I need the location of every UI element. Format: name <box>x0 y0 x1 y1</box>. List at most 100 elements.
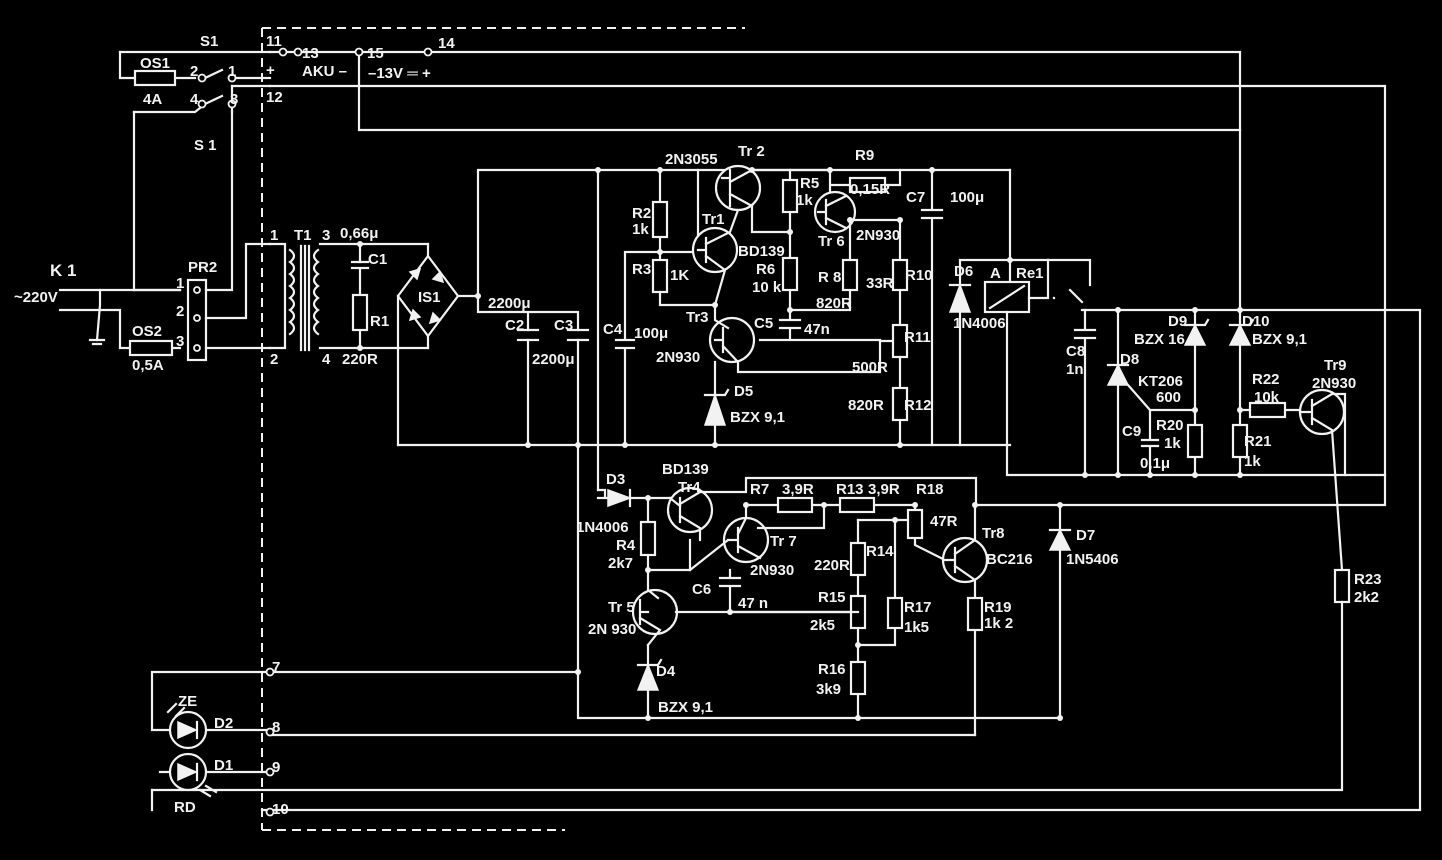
zener-d10 <box>1228 323 1252 346</box>
label-t11: 11 <box>266 33 282 50</box>
label-d8: D8 <box>1120 351 1139 368</box>
label-tr4: Tr4 <box>678 479 701 496</box>
fuse-os1 <box>133 69 177 87</box>
label-c7-val: 100μ <box>950 189 984 206</box>
label-r23-val: 2k2 <box>1354 589 1379 606</box>
label-r8-val: 820R <box>816 295 852 312</box>
label-r11-val: 500R <box>852 359 888 376</box>
label-c8: C8 <box>1066 343 1085 360</box>
resistor-r1 <box>351 293 369 332</box>
label-r12: R12 <box>904 397 932 414</box>
label-switch-c2: 2 <box>190 63 198 80</box>
label-r8: R 8 <box>818 269 841 286</box>
resistor-r18 <box>906 508 924 540</box>
resistor-r4 <box>639 520 657 557</box>
resistor-r19 <box>966 596 984 632</box>
label-r10-val: 33R <box>866 275 894 292</box>
label-tr4-type: BD139 <box>662 461 709 478</box>
label-r5-val: 1k <box>796 192 813 209</box>
label-r18: R18 <box>916 481 944 498</box>
lower-regulator <box>575 443 1072 737</box>
label-d5: D5 <box>734 383 753 400</box>
label-c7: C7 <box>906 189 925 206</box>
label-r2-val: 1k <box>632 221 649 238</box>
label-r21-val: 1k <box>1244 453 1261 470</box>
zener-d4 <box>636 662 660 691</box>
label-d8-type: KT206 <box>1138 373 1183 390</box>
wire-terminal-12 <box>268 84 1387 507</box>
label-c5-val: 47n <box>804 321 830 338</box>
label-os1-val: 4A <box>143 91 162 108</box>
label-r9-val: 0,15R <box>850 181 890 198</box>
label-pr2-p3: 3 <box>176 333 184 350</box>
label-tr6: Tr 6 <box>818 233 845 250</box>
label-t10: 10 <box>272 801 289 818</box>
mains-input <box>58 110 272 362</box>
label-r7: R7 <box>750 481 769 498</box>
housing-boundary <box>261 27 745 831</box>
label-13v: –13V ═ + <box>368 65 431 82</box>
label-plus: + <box>266 62 275 79</box>
label-relay-a: A <box>990 265 1001 282</box>
relay-section <box>150 168 1422 812</box>
label-r16-val: 3k9 <box>816 681 841 698</box>
label-pr2-p1: 1 <box>176 275 184 292</box>
label-c2-val: 2200μ <box>488 295 531 312</box>
label-c2: C2 <box>505 317 524 334</box>
label-r13: R13 <box>836 481 864 498</box>
label-d9-type: BZX 16 <box>1134 331 1185 348</box>
label-tr6-type: 2N930 <box>856 227 900 244</box>
label-r17-val: 1k5 <box>904 619 929 636</box>
label-r10: R10 <box>905 267 933 284</box>
label-r1-val: 220R <box>342 351 378 368</box>
label-os2: OS2 <box>132 323 162 340</box>
led-indicators <box>150 667 977 817</box>
label-r19: R19 <box>984 599 1012 616</box>
label-r4: R4 <box>616 537 636 554</box>
label-tr2-type: 2N3055 <box>665 151 718 168</box>
resistor-r6 <box>781 256 799 292</box>
resistor-r3 <box>651 258 669 294</box>
label-d8-val: 600 <box>1156 389 1181 406</box>
label-r7-val: 3,9R <box>782 481 814 498</box>
switch-s1 <box>118 50 285 292</box>
label-d9: D9 <box>1168 313 1187 330</box>
label-tr3: Tr3 <box>686 309 709 326</box>
resistor-r21 <box>1231 423 1249 459</box>
label-r5: R5 <box>800 175 819 192</box>
label-r23: R23 <box>1354 571 1382 588</box>
resistor-r10 <box>891 258 909 292</box>
label-c6-val: 47 n <box>738 595 768 612</box>
label-aku: AKU – <box>302 63 347 80</box>
resistor-r8 <box>841 258 859 292</box>
label-c6: C6 <box>692 581 711 598</box>
label-d6: D6 <box>954 263 973 280</box>
label-d3: D3 <box>606 471 625 488</box>
label-tr8: Tr8 <box>982 525 1005 542</box>
label-c9: C9 <box>1122 423 1141 440</box>
label-switch-c1: 1 <box>228 63 236 80</box>
label-c8-val: 1n <box>1066 361 1084 378</box>
label-d10-type: BZX 9,1 <box>1252 331 1307 348</box>
label-c5: C5 <box>754 315 773 332</box>
label-c3: C3 <box>554 317 573 334</box>
label-switch-c3: 3 <box>230 91 238 108</box>
resistor-r13 <box>838 496 876 514</box>
transistor-tr3 <box>708 316 756 364</box>
label-r22: R22 <box>1252 371 1280 388</box>
label-pr2-p2: 2 <box>176 303 184 320</box>
label-r17: R17 <box>904 599 932 616</box>
resistor-r20 <box>1186 423 1204 459</box>
label-r15: R15 <box>818 589 846 606</box>
label-switch-c4: 4 <box>190 91 199 108</box>
label-tr5: Tr 5 <box>608 599 635 616</box>
label-t14: 14 <box>438 35 455 52</box>
zener-d5 <box>703 392 727 426</box>
resistor-r2 <box>651 200 669 239</box>
label-r18-val: 47R <box>930 513 958 530</box>
label-r2: R2 <box>632 205 651 222</box>
label-ze: ZE <box>178 693 197 710</box>
label-r20-val: 1k <box>1164 435 1181 452</box>
label-k1: K 1 <box>50 261 76 280</box>
